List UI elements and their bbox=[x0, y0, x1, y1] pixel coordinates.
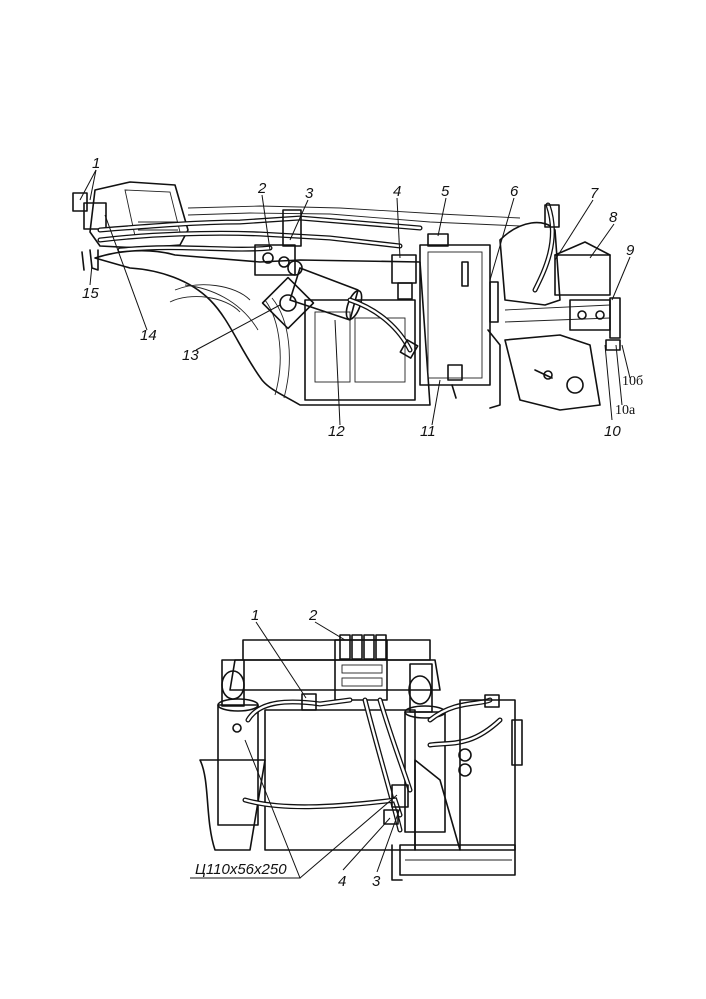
callout-14: 14 bbox=[140, 327, 157, 344]
callout-1: 1 bbox=[92, 155, 100, 172]
rear-axle-housing bbox=[499, 221, 561, 306]
oil-tank bbox=[419, 244, 491, 386]
top-assembly-view: 1 2 3 4 5 6 7 8 9 10 10а 10б 11 12 13 14… bbox=[72, 155, 643, 440]
callout-11: 11 bbox=[420, 423, 436, 440]
pump bbox=[261, 276, 315, 330]
right-cylinder bbox=[404, 711, 446, 833]
top-leaders bbox=[79, 169, 631, 426]
distributor-block bbox=[254, 244, 296, 276]
bottom-callout-2: 2 bbox=[308, 607, 318, 624]
base-tray bbox=[399, 844, 516, 876]
callout-10a: 10а bbox=[615, 403, 636, 418]
housing-8 bbox=[554, 254, 611, 296]
rear-oil-tank bbox=[459, 699, 516, 851]
bottom-callout-3: 3 bbox=[372, 873, 381, 890]
front-control-unit bbox=[89, 181, 189, 249]
valve-stack bbox=[334, 634, 388, 701]
left-cylinder bbox=[217, 704, 259, 826]
callout-15: 15 bbox=[82, 285, 99, 302]
fitting-4 bbox=[383, 809, 399, 825]
callout-2: 2 bbox=[257, 180, 267, 197]
callout-9: 9 bbox=[626, 242, 635, 259]
callout-4: 4 bbox=[393, 183, 401, 200]
bottom-callout-1: 1 bbox=[251, 607, 259, 624]
front-valve bbox=[72, 192, 88, 212]
bottom-callout-4: 4 bbox=[338, 873, 346, 890]
fitting-1 bbox=[301, 693, 317, 711]
callout-10b: 10б bbox=[622, 374, 643, 389]
cylinder-spec-label: Ц110х56х250 bbox=[195, 861, 287, 878]
callout-6: 6 bbox=[510, 183, 519, 200]
callout-5: 5 bbox=[441, 183, 450, 200]
callout-10: 10 bbox=[604, 423, 621, 440]
callout-7: 7 bbox=[590, 185, 599, 202]
gearbox-block bbox=[304, 299, 416, 401]
rear-frame bbox=[242, 639, 431, 661]
fitting-3 bbox=[391, 784, 409, 808]
callout-8: 8 bbox=[609, 209, 618, 226]
transmission-housing bbox=[94, 249, 431, 406]
callout-13: 13 bbox=[182, 347, 199, 364]
valve-4 bbox=[391, 254, 417, 284]
callout-3: 3 bbox=[305, 185, 314, 202]
callout-12: 12 bbox=[328, 423, 345, 440]
bottom-assembly-view: 1 2 3 4 Ц110х56х250 bbox=[190, 607, 523, 890]
